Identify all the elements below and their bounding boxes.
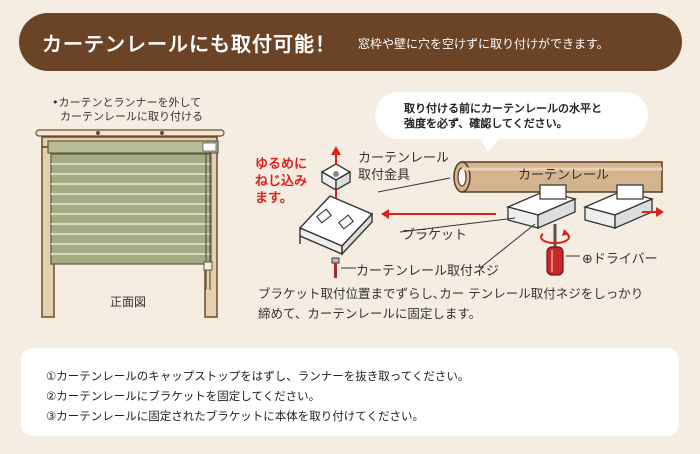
page-title: カーテンレールにも取付可能！: [42, 32, 336, 56]
rail-screw-icon: [331, 257, 340, 278]
warning-bubble: [375, 92, 648, 139]
screwdriver-icon: [540, 224, 570, 276]
step-1: ①カーテンレールのキャップストップをはずし、ランナーを抜き取ってください。: [46, 369, 470, 383]
rail-mount-fitting-illustration: [320, 163, 352, 192]
steps-box: [21, 348, 679, 436]
rail-fitting-line1: カーテンレール: [358, 151, 450, 166]
window-frame-illustration: [35, 129, 225, 318]
left-note-line1: •カーテンとランナーを外して: [52, 96, 202, 109]
left-note: •カーテンとランナーを外して カーテンレールに取り付ける: [52, 96, 203, 124]
bracket-illustration: [298, 195, 374, 256]
rail-fitting-label: カーテンレール 取付金具: [358, 150, 449, 184]
loose-screw-line2: ねじ込み: [255, 174, 308, 189]
header-banner: カーテンレールにも取付可能！ 窓枠や壁に穴を空けずに取り付けができます。: [19, 13, 682, 71]
curtain-rail-front: [35, 129, 225, 137]
bracket-label: ブラケット: [402, 228, 468, 243]
loose-screw-line3: ます。: [255, 191, 293, 206]
curtain-rail-label: カーテンレール: [518, 168, 610, 183]
mounted-bracket-right: [583, 184, 654, 229]
front-view-label: 正面図: [110, 295, 147, 309]
description-line2: 締めて、カーテンレールに固定します。: [258, 306, 482, 321]
blind-headrail: [47, 140, 219, 154]
warning-line1: 取り付ける前にカーテンレールの水平と: [404, 102, 602, 115]
instruction-description: ブラケット取付位置までずらし､カー テンレール取付ネジをしっかり 締めて、カーテ…: [258, 284, 643, 324]
rail-fitting-line2: 取付金具: [358, 168, 411, 183]
page-subtitle: 窓枠や壁に穴を空けずに取り付けができます。: [358, 37, 609, 51]
left-note-line2: カーテンレールに取り付ける: [60, 110, 203, 123]
warning-text: 取り付ける前にカーテンレールの水平と 強度を必ず、確認してください。: [404, 101, 602, 131]
rail-screw-label: カーテンレール取付ネジ: [356, 264, 500, 279]
step-3: ③カーテンレールに固定されたブラケットに本体を取り付けてください。: [46, 409, 424, 423]
blind-body: [50, 153, 212, 265]
description-line1: ブラケット取付位置までずらし､カー テンレール取付ネジをしっかり: [258, 286, 644, 301]
loose-screw-note: ゆるめに ねじ込み ます。: [255, 156, 307, 207]
screwdriver-label: ⊕ドライバー: [582, 252, 658, 267]
warning-line2: 強度を必ず、確認してください。: [404, 117, 568, 130]
loose-screw-line1: ゆるめに: [255, 157, 308, 172]
mounted-bracket-left: [506, 184, 577, 229]
bubble-tail: [480, 138, 500, 152]
step-2: ②カーテンレールにブラケットを固定してください。: [46, 389, 321, 403]
